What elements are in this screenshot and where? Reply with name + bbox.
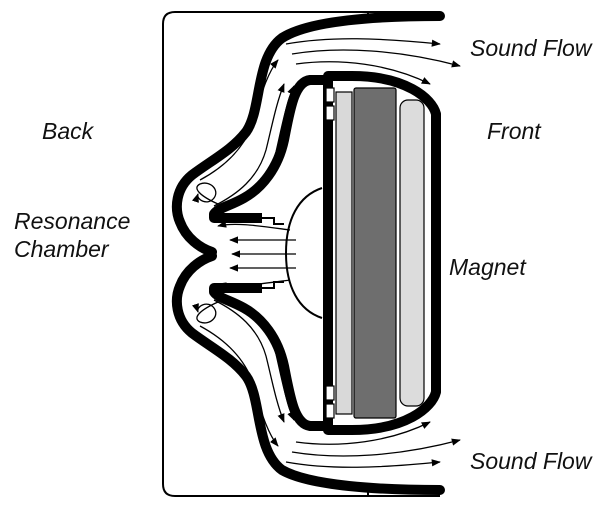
pole-plate-light xyxy=(335,91,353,415)
clamp-top xyxy=(325,87,335,103)
resonance-chamber-label: Resonance Chamber xyxy=(14,207,130,263)
sound-flow-top-label: Sound Flow xyxy=(470,35,592,61)
back-label: Back xyxy=(42,118,94,144)
front-label: Front xyxy=(487,118,541,144)
rear-enclosure-outline xyxy=(162,11,440,497)
inner-wall-top xyxy=(209,75,330,223)
magnet-core-dark xyxy=(353,87,397,419)
resonance-chamber-label-line1: Resonance xyxy=(14,208,131,234)
magnet-label: Magnet xyxy=(449,254,526,280)
sound-flow-bottom-label: Sound Flow xyxy=(470,448,592,474)
clamp-bottom-2 xyxy=(325,403,335,419)
sound-flow-top-arrows xyxy=(285,38,461,85)
clamp-bottom xyxy=(325,385,335,401)
outer-housing-top xyxy=(171,11,445,257)
channel-flow-top xyxy=(199,59,295,211)
channel-flow-bottom xyxy=(199,295,295,447)
swirl-bottom xyxy=(191,301,219,324)
resonance-chamber-label-line2: Chamber xyxy=(14,236,109,262)
dome-diaphragm xyxy=(284,187,323,319)
inner-wall-bottom xyxy=(209,283,330,431)
swirl-top xyxy=(191,182,219,205)
clamp-top-2 xyxy=(325,105,335,121)
outer-housing-bottom xyxy=(171,251,445,495)
top-plate-light xyxy=(399,99,425,407)
rear-flow-arrows xyxy=(217,220,296,290)
sound-flow-bottom-arrows xyxy=(285,421,461,468)
